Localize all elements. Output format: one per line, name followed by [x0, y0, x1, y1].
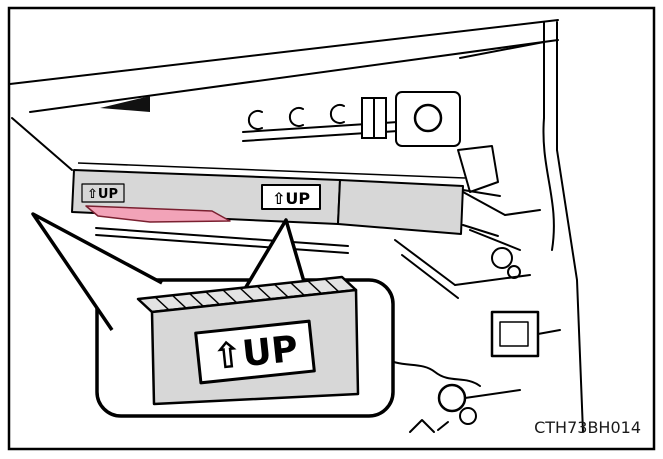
bolt-circle — [437, 383, 467, 413]
up-label-large: ⇧UP — [210, 329, 300, 379]
dashboard-edge — [9, 19, 559, 171]
relay-box — [490, 310, 540, 358]
fastener-circle — [491, 247, 513, 269]
magnified-filter: ⇧UP — [136, 275, 360, 406]
side-bracket — [457, 145, 499, 193]
filter-tab-highlight — [85, 205, 231, 223]
part-code: CTH73BH014 — [534, 418, 641, 437]
filter-tray — [71, 162, 466, 235]
clip-icon — [329, 104, 345, 124]
callout-pointer-left — [31, 212, 163, 331]
grommet-circle — [413, 103, 443, 133]
up-label-small-mid: ⇧UP — [272, 189, 310, 208]
clip-rail — [242, 91, 461, 147]
callout-pointer-mid — [241, 218, 309, 293]
filter-tray-top-line — [77, 162, 466, 179]
filter-tray-right — [337, 179, 464, 235]
clip-icon — [247, 110, 263, 130]
up-label-mid-box — [261, 184, 321, 210]
hose-line — [379, 354, 481, 387]
up-label-large-box — [194, 319, 316, 385]
up-label-small-left: ⇧UP — [87, 187, 118, 202]
tray-rail — [95, 227, 349, 254]
machinery-details — [379, 21, 584, 433]
bolt-circle-small — [459, 407, 477, 425]
clip-icon — [288, 107, 304, 127]
up-label-left-box — [81, 183, 125, 203]
filter-hatch-lines — [154, 278, 340, 311]
dashboard-shadow-wedge — [100, 96, 150, 112]
